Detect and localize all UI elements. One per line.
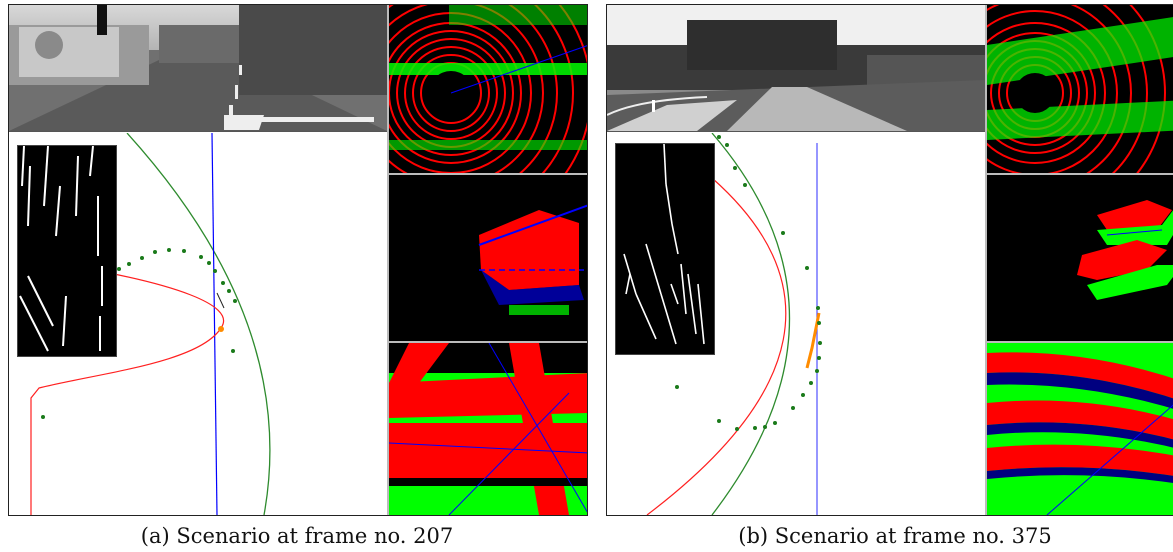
trajectory-plot-a	[9, 133, 387, 515]
panel-b	[606, 4, 1173, 516]
laser-detail-view-b	[985, 175, 1173, 343]
laser-classification-view-a	[387, 343, 587, 515]
laser-topdown-view-b	[985, 5, 1173, 175]
laser-topdown-view-a	[387, 5, 587, 175]
caption-panel-b: (b) Scenario at frame no. 375	[738, 524, 1052, 548]
caption-panel-a: (a) Scenario at frame no. 207	[140, 524, 454, 548]
panel-a	[8, 4, 588, 516]
trajectory-plot-b	[607, 133, 985, 515]
camera-image-a	[9, 5, 387, 132]
laser-detail-view-a	[387, 175, 587, 343]
laser-classification-view-b	[985, 343, 1173, 515]
laser-inset-image-a	[17, 145, 117, 357]
camera-image-b	[607, 5, 985, 132]
laser-inset-image-b	[615, 143, 715, 355]
